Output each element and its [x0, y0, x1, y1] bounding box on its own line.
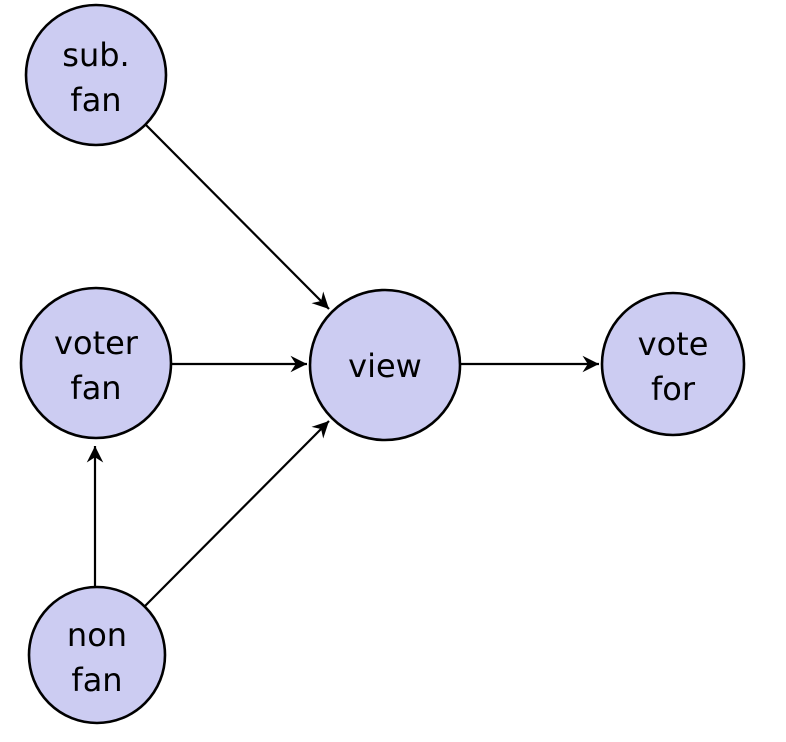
node-vote-for-circle	[600, 291, 746, 437]
node-view-circle	[308, 288, 462, 442]
node-non-fan-circle	[27, 585, 167, 725]
node-voter-fan-circle	[19, 286, 173, 440]
node-vote-for: vote for	[600, 291, 746, 437]
node-sub-fan-circle	[24, 3, 168, 147]
node-voter-fan-label-line1: voter	[54, 324, 139, 362]
node-sub-fan-label-line1: sub.	[62, 36, 129, 74]
node-voter-fan-label-line2: fan	[70, 369, 121, 407]
node-view-label-line1: view	[348, 347, 422, 385]
node-vote-for-label-line1: vote	[638, 325, 709, 363]
node-voter-fan: voter fan	[19, 286, 173, 440]
node-sub-fan: sub. fan	[24, 3, 168, 147]
edge-non-fan-to-view	[144, 420, 330, 607]
node-non-fan: non fan	[27, 585, 167, 725]
node-sub-fan-label-line2: fan	[70, 81, 121, 119]
edge-sub-fan-to-view	[145, 124, 330, 310]
node-non-fan-label-line1: non	[67, 616, 127, 654]
node-view: view	[308, 288, 462, 442]
node-non-fan-label-line2: fan	[71, 661, 122, 699]
node-vote-for-label-line2: for	[651, 370, 696, 408]
